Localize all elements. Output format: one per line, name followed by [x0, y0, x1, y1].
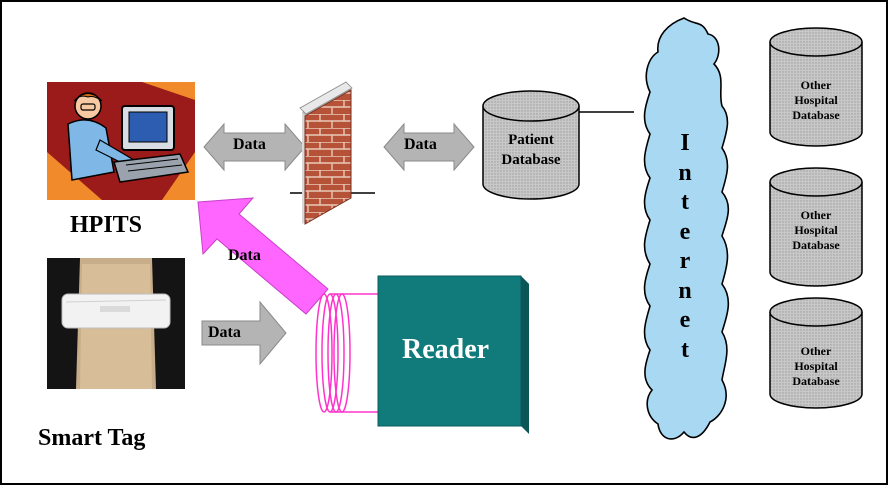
other-hospital-database-3-icon [769, 297, 863, 409]
other-hospital-database-1-label: Other Hospital Database [792, 78, 840, 122]
reader-box [377, 275, 529, 434]
data-label-tag-reader: Data [208, 324, 241, 341]
other-hospital-database-2-icon [769, 167, 863, 287]
data-label-reader-hpits: Data [228, 247, 261, 264]
data-label-firewall-patientdb: Data [404, 136, 437, 153]
data-label-hpits-firewall: Data [233, 136, 266, 153]
hpits-label: HPITS [70, 212, 143, 238]
other-hospital-database-2-label: Other Hospital Database [792, 208, 840, 252]
other-hospital-database-3-label: Other Hospital Database [792, 344, 840, 388]
data-arrow-tag-reader [201, 300, 287, 366]
other-hospital-database-1-icon [769, 27, 863, 147]
data-arrow-reader-hpits [197, 197, 329, 315]
antenna-coil-icon [315, 293, 378, 413]
hpits-computer-user-icon [47, 82, 195, 200]
internet-cloud-icon [643, 17, 730, 440]
reader-label: Reader [402, 334, 490, 365]
patient-database-icon [482, 90, 634, 200]
smart-tag-label: Smart Tag [38, 425, 146, 451]
internet-label: I n t e r n e t [678, 130, 692, 363]
smart-tag-wristband-icon [47, 258, 185, 389]
firewall-icon [290, 81, 375, 225]
data-arrow-firewall-patientdb [383, 122, 475, 172]
patient-database-label: Patient Database [501, 132, 561, 168]
